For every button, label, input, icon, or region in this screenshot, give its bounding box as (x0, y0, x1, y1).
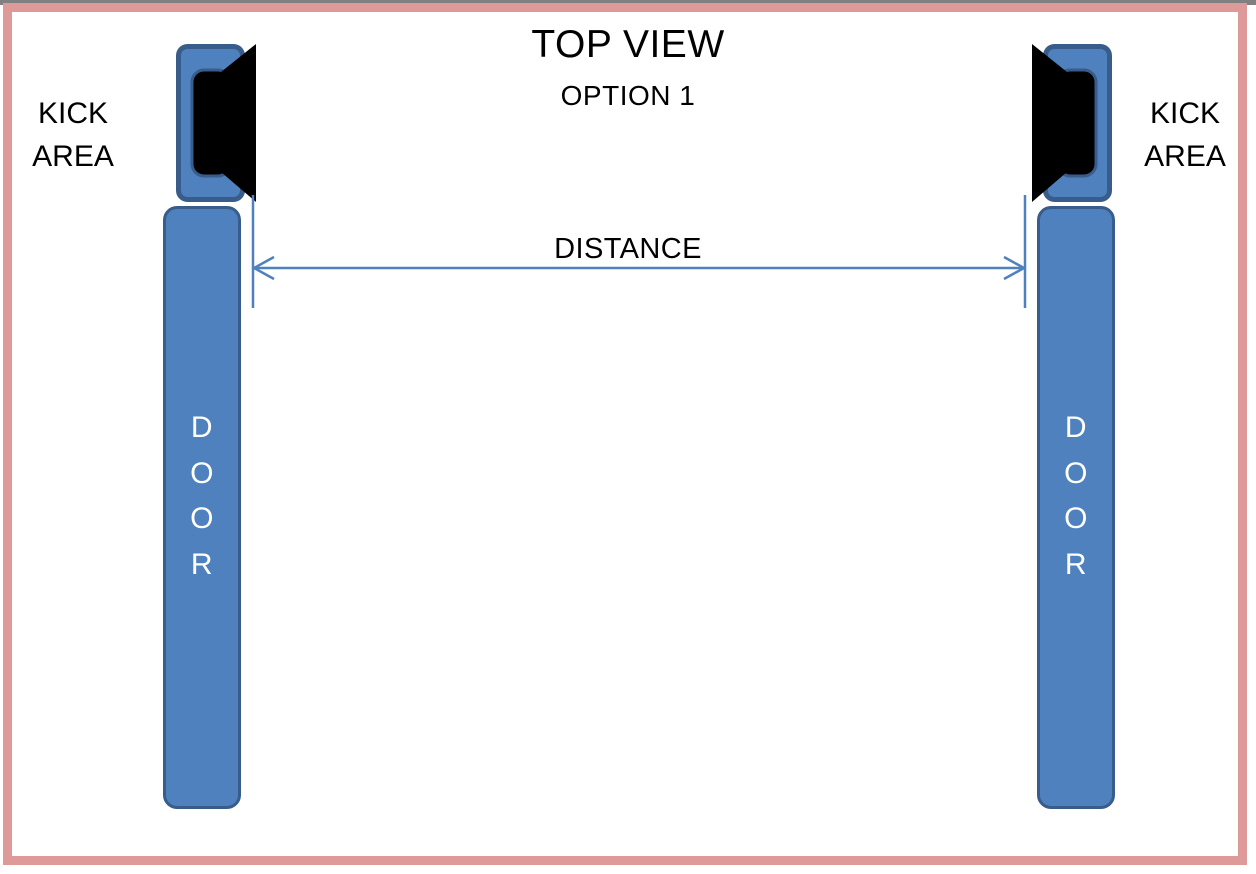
speaker-cone-left (221, 44, 256, 202)
speaker-cone-right (1032, 44, 1067, 202)
page-subtitle: OPTION 1 (560, 80, 696, 111)
kick-area-label-right: KICK AREA (1144, 97, 1226, 173)
outer-top-rule (0, 0, 1256, 5)
speaker-left (176, 44, 260, 202)
page-frame-border (3, 3, 1247, 865)
distance-label: DISTANCE (554, 233, 702, 265)
door-label-right: D O O R (1064, 411, 1088, 581)
door-label-left: D O O R (190, 411, 214, 581)
speaker-right (1022, 44, 1112, 202)
kick-area-label-left: KICK AREA (32, 97, 114, 173)
page-title: TOP VIEW (531, 23, 725, 66)
door-right: D O O R (1037, 206, 1115, 809)
door-left: D O O R (163, 206, 241, 809)
